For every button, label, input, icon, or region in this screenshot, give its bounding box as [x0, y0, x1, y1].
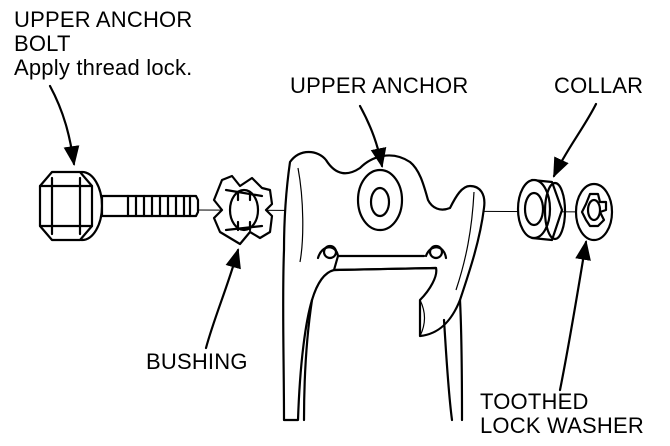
- upper-anchor-bolt-label-line2: BOLT: [14, 31, 71, 56]
- leader-collar: [552, 102, 598, 178]
- leader-upper-anchor-bolt: [48, 84, 80, 166]
- bushing-label: BUSHING: [146, 349, 248, 374]
- toothed-lock-washer: [574, 182, 614, 242]
- upper-anchor-bolt: [38, 170, 200, 242]
- toothed-lock-washer-label: TOOTHED: [480, 389, 589, 414]
- leader-bushing: [204, 248, 241, 350]
- collar: [516, 178, 567, 242]
- thread-lock-note: Apply thread lock.: [14, 55, 193, 80]
- toothed-lock-washer-label-line2: LOCK WASHER: [480, 413, 644, 438]
- collar-label: COLLAR: [554, 73, 644, 98]
- leader-upper-anchor: [358, 104, 387, 168]
- upper-anchor-label: UPPER ANCHOR: [290, 73, 469, 98]
- upper-anchor-plate: [282, 150, 486, 422]
- leader-toothed-lock-washer: [558, 240, 591, 392]
- bushing: [212, 174, 274, 246]
- upper-anchor-bolt-label: UPPER ANCHOR: [14, 7, 193, 32]
